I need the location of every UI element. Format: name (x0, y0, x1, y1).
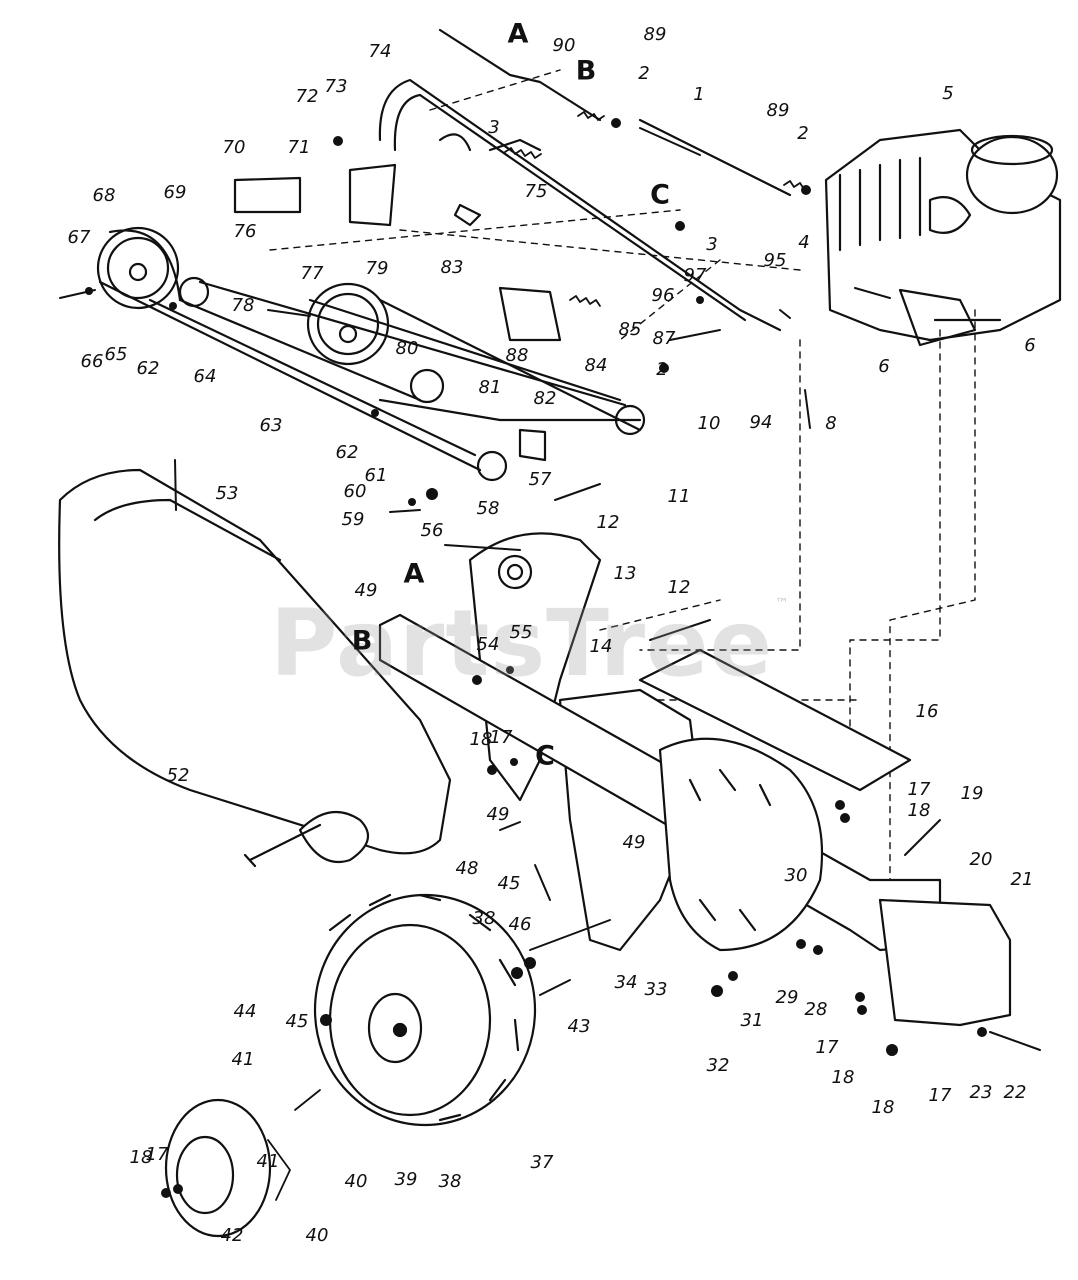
small-hardware (85, 118, 987, 1198)
engine (824, 128, 1062, 347)
watermark-trademark: ™ (775, 596, 789, 612)
watermark: PartsTree (270, 590, 773, 697)
handle (348, 28, 792, 332)
hub-cap (164, 1098, 272, 1238)
fasteners (59, 127, 1041, 1051)
belt-drive (96, 176, 646, 482)
drive-wheel (313, 893, 537, 1127)
belt-guard (58, 468, 452, 855)
springs (267, 111, 805, 1201)
tine-assembly (658, 737, 824, 952)
